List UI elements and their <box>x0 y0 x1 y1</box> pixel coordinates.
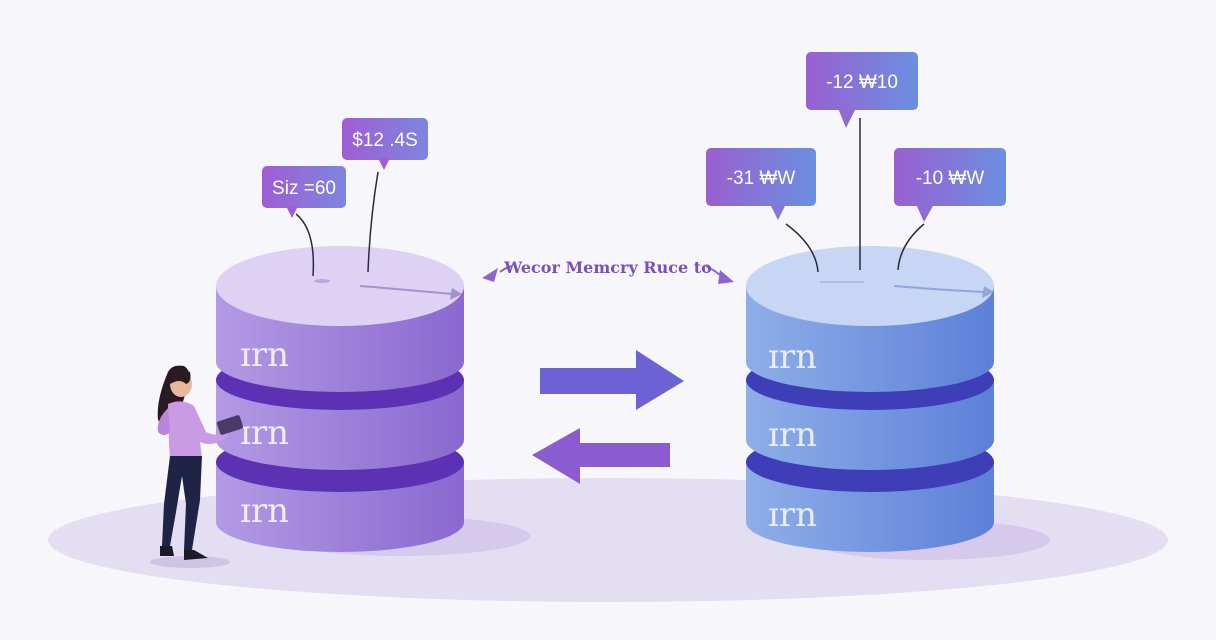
caption-arrowhead-right <box>718 270 734 284</box>
person-figure <box>150 365 244 568</box>
sync-arrow-left <box>532 428 670 484</box>
right-disk-top: ɪrn <box>746 246 994 392</box>
left-database: ɪrn ɪrn ɪrn Siz =60 $12 .4S <box>216 118 530 556</box>
caption-arc-right <box>705 265 721 276</box>
person-shirt <box>168 401 228 458</box>
left-label-2: $12 .4S <box>342 118 428 170</box>
left-label-2-text: $12 .4S <box>352 130 418 151</box>
caption-arrowhead-left <box>482 268 498 282</box>
right-label-1-text: -31 ₩W <box>727 168 796 189</box>
person-tablet <box>216 415 244 435</box>
right-label-1: -31 ₩W <box>706 148 816 220</box>
person-shoe-left <box>160 546 174 556</box>
caption-arc-left <box>499 265 513 273</box>
left-label-1: Siz =60 <box>262 166 346 218</box>
right-disk-top-glyph: ɪrn <box>768 337 817 377</box>
right-connector-1 <box>785 223 819 273</box>
right-database: ɪrn ɪrn ɪrn -31 ₩W -12 ₩10 <box>706 52 1050 560</box>
caption-text: Wecor Memcry Ruce to <box>503 258 712 277</box>
right-disk-bottom-glyph: ɪrn <box>768 495 817 535</box>
person-shoe-right <box>184 550 208 560</box>
left-disk-middle-glyph: ɪrn <box>240 413 289 453</box>
left-connector-2 <box>367 171 379 273</box>
caption-group: Wecor Memcry Ruce to <box>482 258 734 284</box>
sync-arrow-right <box>540 350 684 410</box>
right-label-3-text: -10 ₩W <box>916 168 985 189</box>
left-disk-bottom-glyph: ɪrn <box>240 491 289 531</box>
person-shadow <box>150 556 230 568</box>
right-disk-middle-glyph: ɪrn <box>768 415 817 455</box>
left-label-1-text: Siz =60 <box>272 178 336 199</box>
person-legs <box>162 456 202 550</box>
right-label-3: -10 ₩W <box>894 148 1006 222</box>
right-label-2: -12 ₩10 <box>806 52 918 128</box>
right-label-2-text: -12 ₩10 <box>826 72 898 93</box>
left-connector-1 <box>295 213 315 277</box>
right-connector-3 <box>897 223 925 271</box>
left-disk-top-glyph: ɪrn <box>240 335 289 375</box>
left-disk-top: ɪrn <box>216 246 464 392</box>
